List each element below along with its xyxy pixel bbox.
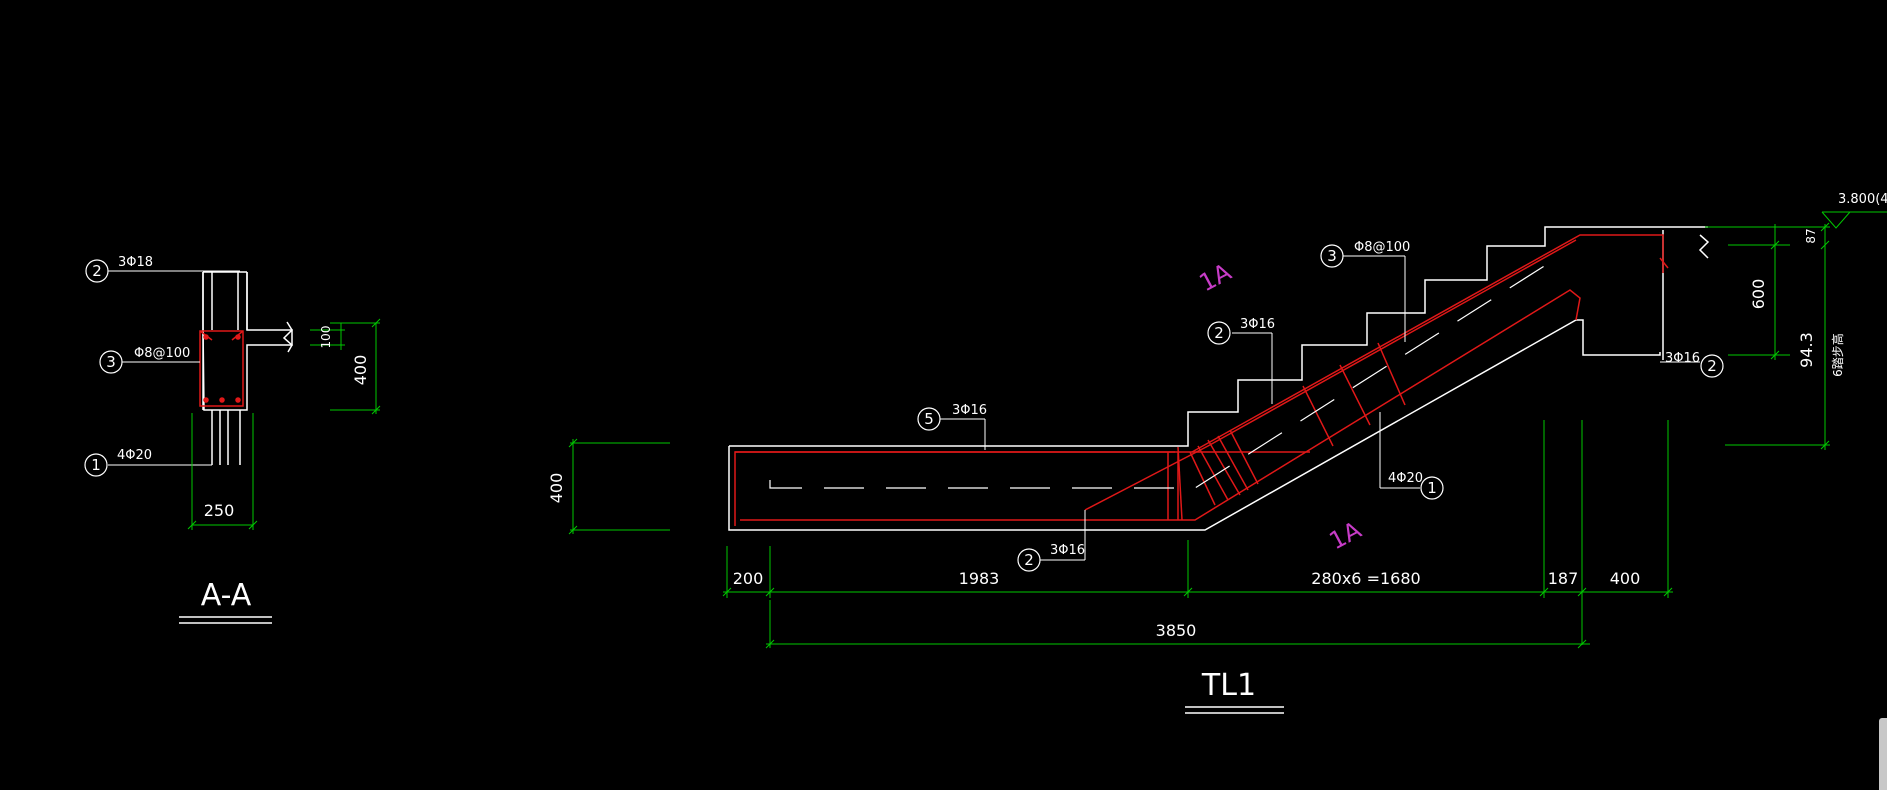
section-aa-outline [202, 271, 293, 465]
svg-text:2: 2 [1214, 324, 1224, 342]
scrollbar-thumb[interactable] [1879, 718, 1887, 790]
tl1-rebar [734, 234, 1669, 526]
tl1-title: TL1 [1201, 668, 1256, 703]
callout-tl1-2-bottom[interactable]: 2 3Φ16 [1017, 543, 1085, 572]
callout-aa-3[interactable]: 3 Φ8@100 [99, 346, 190, 374]
callout-tl1-1[interactable]: 1 4Φ20 [1388, 471, 1444, 500]
tl1-dims [568, 211, 1887, 649]
svg-text:4Φ20: 4Φ20 [117, 448, 152, 463]
svg-text:4Φ20: 4Φ20 [1388, 471, 1423, 486]
section-aa-stirrup [199, 330, 244, 407]
tl1-dim-total: 3850 [1156, 621, 1197, 640]
svg-text:Φ8@100: Φ8@100 [134, 346, 190, 361]
aa-dim-height: 400 [351, 355, 370, 386]
svg-text:3Φ18: 3Φ18 [118, 255, 153, 270]
tl1-elevation-label: 3.800(4. [1838, 192, 1887, 207]
aa-dim-width: 250 [204, 501, 235, 520]
svg-text:5: 5 [924, 410, 934, 428]
tl1-dim-steps: 280x6 =1680 [1311, 569, 1420, 588]
svg-text:1: 1 [1427, 479, 1437, 497]
svg-text:1: 1 [91, 456, 101, 474]
svg-text:3Φ16: 3Φ16 [1050, 543, 1085, 558]
callout-aa-1[interactable]: 1 4Φ20 [84, 448, 152, 477]
aa-dim-slab: 100 [319, 326, 333, 349]
section-mark-top[interactable]: 1A [1195, 257, 1237, 297]
tl1-dim-400: 400 [1610, 569, 1641, 588]
tl1-dim-rise-600: 600 [1749, 279, 1768, 310]
elevation-tl1: 5 3Φ16 2 3Φ16 2 3Φ16 3 Φ8@100 1 4Φ20 2 3… [547, 192, 1887, 714]
callout-tl1-2-mid[interactable]: 2 3Φ16 [1207, 317, 1275, 345]
section-aa-title: A-A [201, 578, 252, 613]
section-mark-bottom[interactable]: 1A [1325, 515, 1367, 555]
svg-text:2: 2 [1024, 551, 1034, 569]
svg-text:3Φ16: 3Φ16 [952, 403, 987, 418]
tl1-dim-1983: 1983 [959, 569, 1000, 588]
section-aa-leaders [108, 270, 240, 466]
callout-tl1-5[interactable]: 5 3Φ16 [917, 403, 987, 431]
section-aa: 2 3Φ18 3 Φ8@100 1 4Φ20 [84, 255, 381, 624]
tl1-dim-200: 200 [733, 569, 764, 588]
svg-text:3Φ16: 3Φ16 [1665, 351, 1700, 366]
tl1-dim-depth: 400 [547, 473, 566, 504]
tl1-leaders [940, 255, 1700, 561]
tl1-dim-187: 187 [1548, 569, 1579, 588]
callout-tl1-3[interactable]: 3 Φ8@100 [1320, 240, 1410, 268]
section-aa-dims [187, 318, 381, 530]
svg-text:3: 3 [106, 353, 116, 371]
svg-text:3Φ16: 3Φ16 [1240, 317, 1275, 332]
callout-tl1-2-right[interactable]: 2 3Φ16 [1665, 351, 1724, 378]
tl1-dim-rise-943: 94.3 [1797, 332, 1816, 368]
callout-aa-2[interactable]: 2 3Φ18 [85, 255, 153, 283]
svg-text:2: 2 [1707, 357, 1717, 375]
svg-text:2: 2 [92, 262, 102, 280]
svg-text:3: 3 [1327, 247, 1337, 265]
tl1-steps-note: 6踏步高 [1830, 333, 1845, 377]
tl1-centerline [769, 255, 1561, 489]
svg-text:Φ8@100: Φ8@100 [1354, 240, 1410, 255]
tl1-dim-rise-87: 87 [1804, 228, 1818, 243]
